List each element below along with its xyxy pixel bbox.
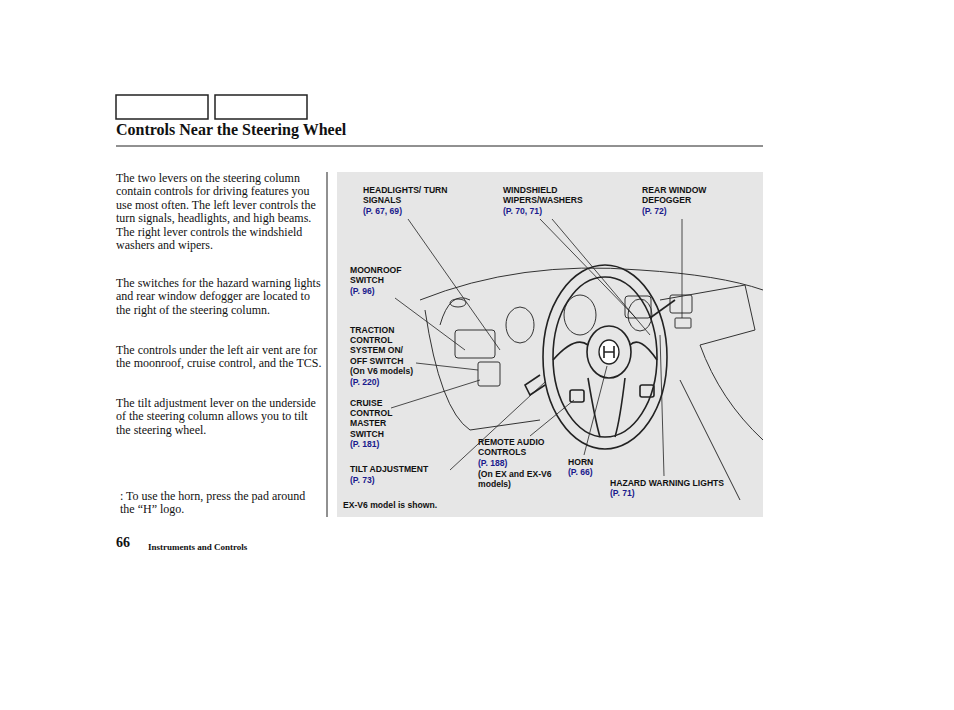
page-number: 66 [116,536,130,549]
page-title: Controls Near the Steering Wheel [116,121,346,139]
figure-note: EX-V6 model is shown. [343,500,437,510]
callout-label: HORN [568,457,593,467]
page-ref: (P. 67, 69) [363,206,402,216]
page-ref: (P. 72) [642,206,667,216]
body-text: The two levers on the steering column co… [116,172,324,252]
page-ref: (P. 66) [568,467,593,477]
callout-label: REMOTE AUDIO CONTROLS [478,437,568,457]
page-ref: (P. 73) [350,475,375,485]
page-ref: (P. 188) [478,458,507,468]
section-footer: Instruments and Controls [148,541,247,554]
callout-label: MOONROOF SWITCH [350,265,420,285]
page-ref: (P. 71) [610,488,635,498]
page-ref: (P. 220) [350,377,379,387]
callout-label: HAZARD WARNING LIGHTS [610,478,724,488]
model-note: (On EX and EX-V6 models) [478,469,563,489]
callout-label: TRACTION CONTROL SYSTEM ON/ OFF SWITCH [350,325,420,366]
page-ref: (P. 181) [350,439,379,449]
page-ref: (P. 70, 71) [503,206,542,216]
page-ref: (P. 96) [350,286,375,296]
callout-label: HEADLIGHTS/ TURN SIGNALS [363,185,463,205]
body-text: The controls under the left air vent are… [116,344,324,371]
body-text: The switches for the hazard warning ligh… [116,277,324,317]
body-text: The tilt adjustment lever on the undersi… [116,397,324,437]
callout-label: CRUISE CONTROL MASTER SWITCH [350,398,410,439]
note-text: : To use the horn, press the pad around … [120,490,320,517]
callout-label: WINDSHIELD WIPERS/WASHERS [503,185,613,205]
callout-label: TILT ADJUSTMENT [350,464,428,474]
callout-label: REAR WINDOW DEFOGGER [642,185,732,205]
model-note: (On V6 models) [350,366,413,376]
